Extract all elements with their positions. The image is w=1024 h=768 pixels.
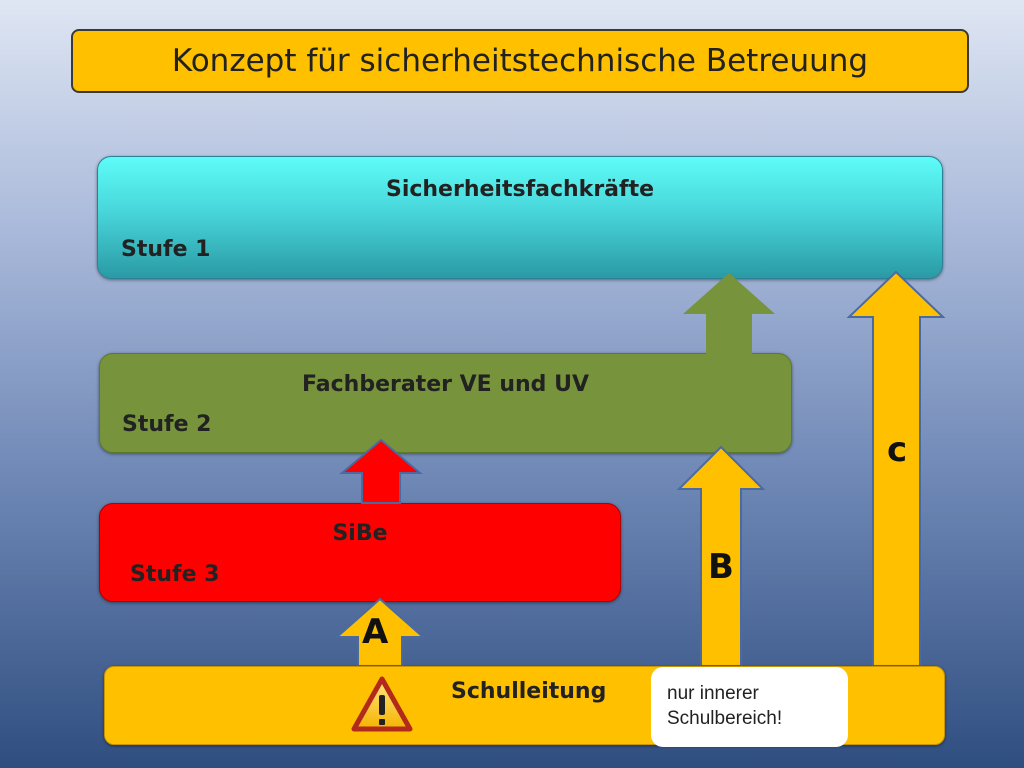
level-stufe-2: Fachberater VE und UV Stufe 2 — [99, 353, 792, 453]
level-stufe-1: Sicherheitsfachkräfte Stufe 1 — [97, 156, 943, 279]
note-box: nur innerer Schulbereich! — [651, 667, 848, 747]
level-3-stufe: Stufe 3 — [130, 562, 220, 587]
level-1-title: Sicherheitsfachkräfte — [385, 177, 655, 202]
arrow-a — [334, 597, 426, 667]
level-2-title: Fachberater VE und UV — [302, 372, 589, 397]
arrow-stufe3-to-stufe2 — [339, 438, 423, 504]
arrow-stufe2-to-stufe1 — [683, 273, 775, 354]
level-stufe-3: SiBe Stufe 3 — [99, 503, 621, 602]
level-3-title: SiBe — [332, 521, 388, 546]
arrow-c-label: c — [887, 430, 908, 470]
warning-icon — [351, 676, 413, 732]
level-2-stufe: Stufe 2 — [122, 412, 212, 437]
arrow-b-label: B — [708, 547, 734, 587]
slide-title: Konzept für sicherheitstechnische Betreu… — [71, 29, 969, 93]
schulleitung-title: Schulleitung — [451, 679, 607, 704]
arrow-b — [676, 445, 766, 667]
note-line-2: Schulbereich! — [667, 708, 783, 729]
level-1-stufe: Stufe 1 — [121, 237, 211, 262]
note-line-1: nur innerer — [667, 683, 759, 704]
arrow-c — [846, 270, 946, 667]
arrow-a-label: A — [362, 612, 389, 652]
